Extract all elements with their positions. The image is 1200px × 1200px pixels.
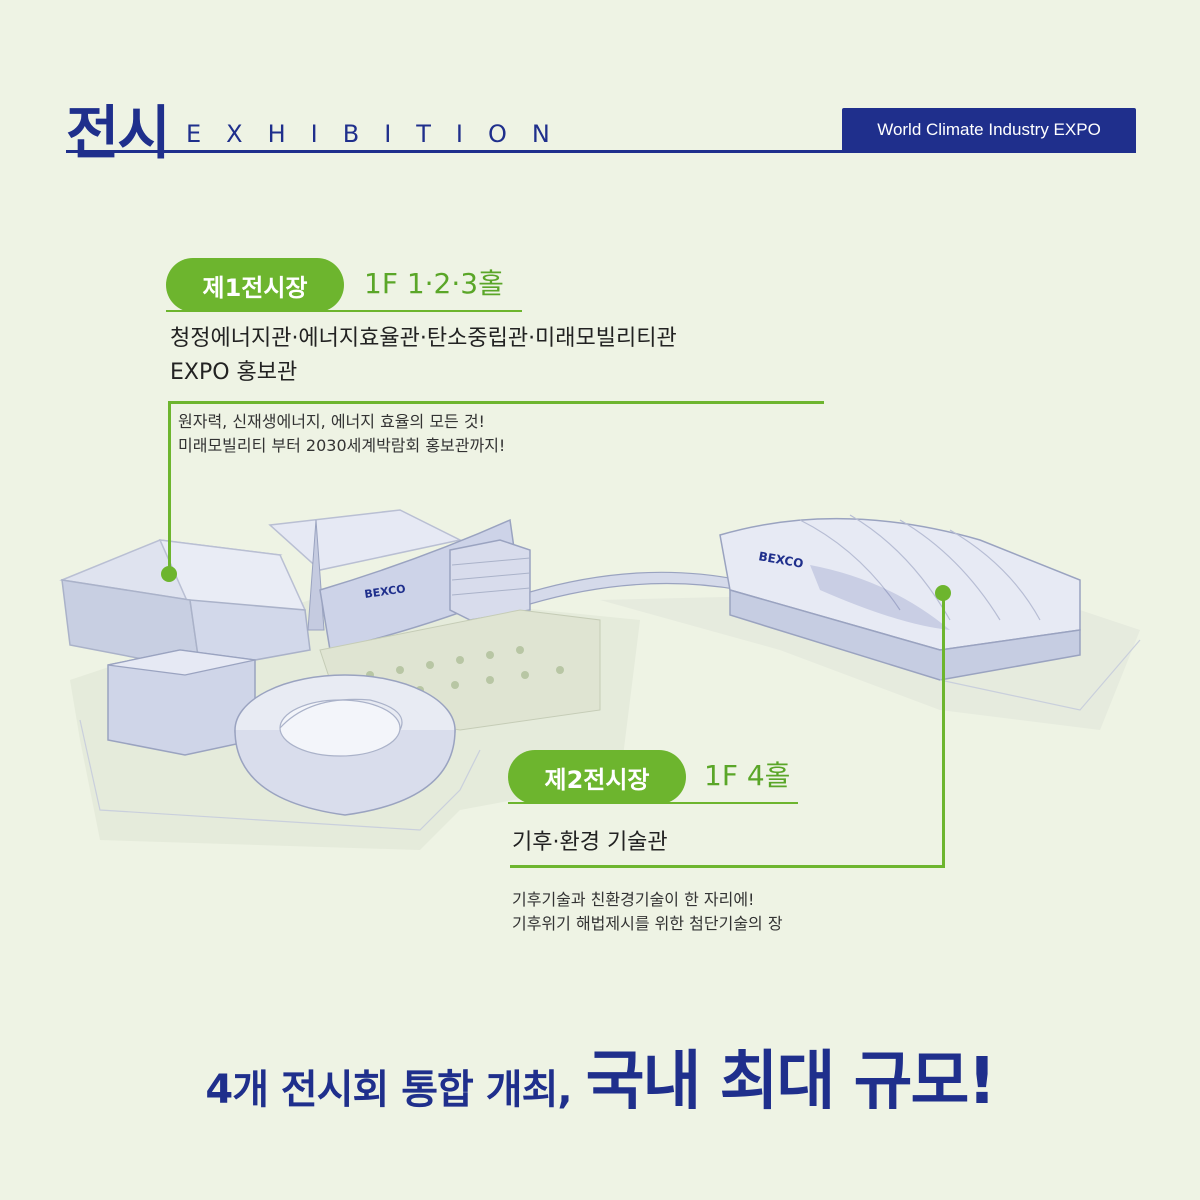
hall2-leader-line [942,592,945,868]
hall2-floor: 1F 4홀 [704,759,791,792]
hall1-name-line1: 청정에너지관·에너지효율관·탄소중립관·미래모빌리티관 [170,326,677,351]
hall1-underline [166,310,522,312]
hall1-floor: 1F 1·2·3홀 [364,267,504,300]
expo-badge: World Climate Industry EXPO [842,108,1136,152]
slogan: 4개 전시회 통합 개최, 국내 최대 규모! [0,1030,1200,1122]
hall1-name-line2: EXPO 홍보관 [170,360,298,385]
hall2-description: 기후기술과 친환경기술이 한 자리에! 기후위기 해법제시를 위한 첨단기술의 … [512,888,783,936]
header-divider [66,150,1136,153]
slogan-big: 국내 최대 규모! [585,1045,997,1119]
hall1-desc-line2: 미래모빌리티 부터 2030세계박람회 홍보관까지! [178,436,506,455]
hall1-marker-dot [161,566,177,582]
hall2-underline [508,802,798,804]
hall1-label: 제1전시장 [166,258,344,312]
hall1-leader-line [168,401,171,574]
slogan-small: 4개 전시회 통합 개최, [205,1067,572,1113]
hall1-divider [168,401,824,404]
hall1-name: 청정에너지관·에너지효율관·탄소중립관·미래모빌리티관 EXPO 홍보관 [170,322,677,390]
page-title: 전시 [66,99,171,167]
hall1-description: 원자력, 신재생에너지, 에너지 효율의 모든 것! 미래모빌리티 부터 203… [178,410,505,458]
hall2-name: 기후·환경 기술관 [512,830,668,855]
page-subtitle: EXHIBITION [186,120,575,148]
hall2-desc-line1: 기후기술과 친환경기술이 한 자리에! [512,890,755,909]
hall1-desc-line1: 원자력, 신재생에너지, 에너지 효율의 모든 것! [178,412,485,431]
hall2-divider [510,865,945,868]
hall2-marker-dot [935,585,951,601]
bexco-building-illustration: BEXCO BEXCO [59,509,1141,850]
bexco-sign-left: BEXCO [364,582,407,601]
hall2-label: 제2전시장 [508,750,686,804]
hall2-desc-line2: 기후위기 해법제시를 위한 첨단기술의 장 [512,914,783,933]
